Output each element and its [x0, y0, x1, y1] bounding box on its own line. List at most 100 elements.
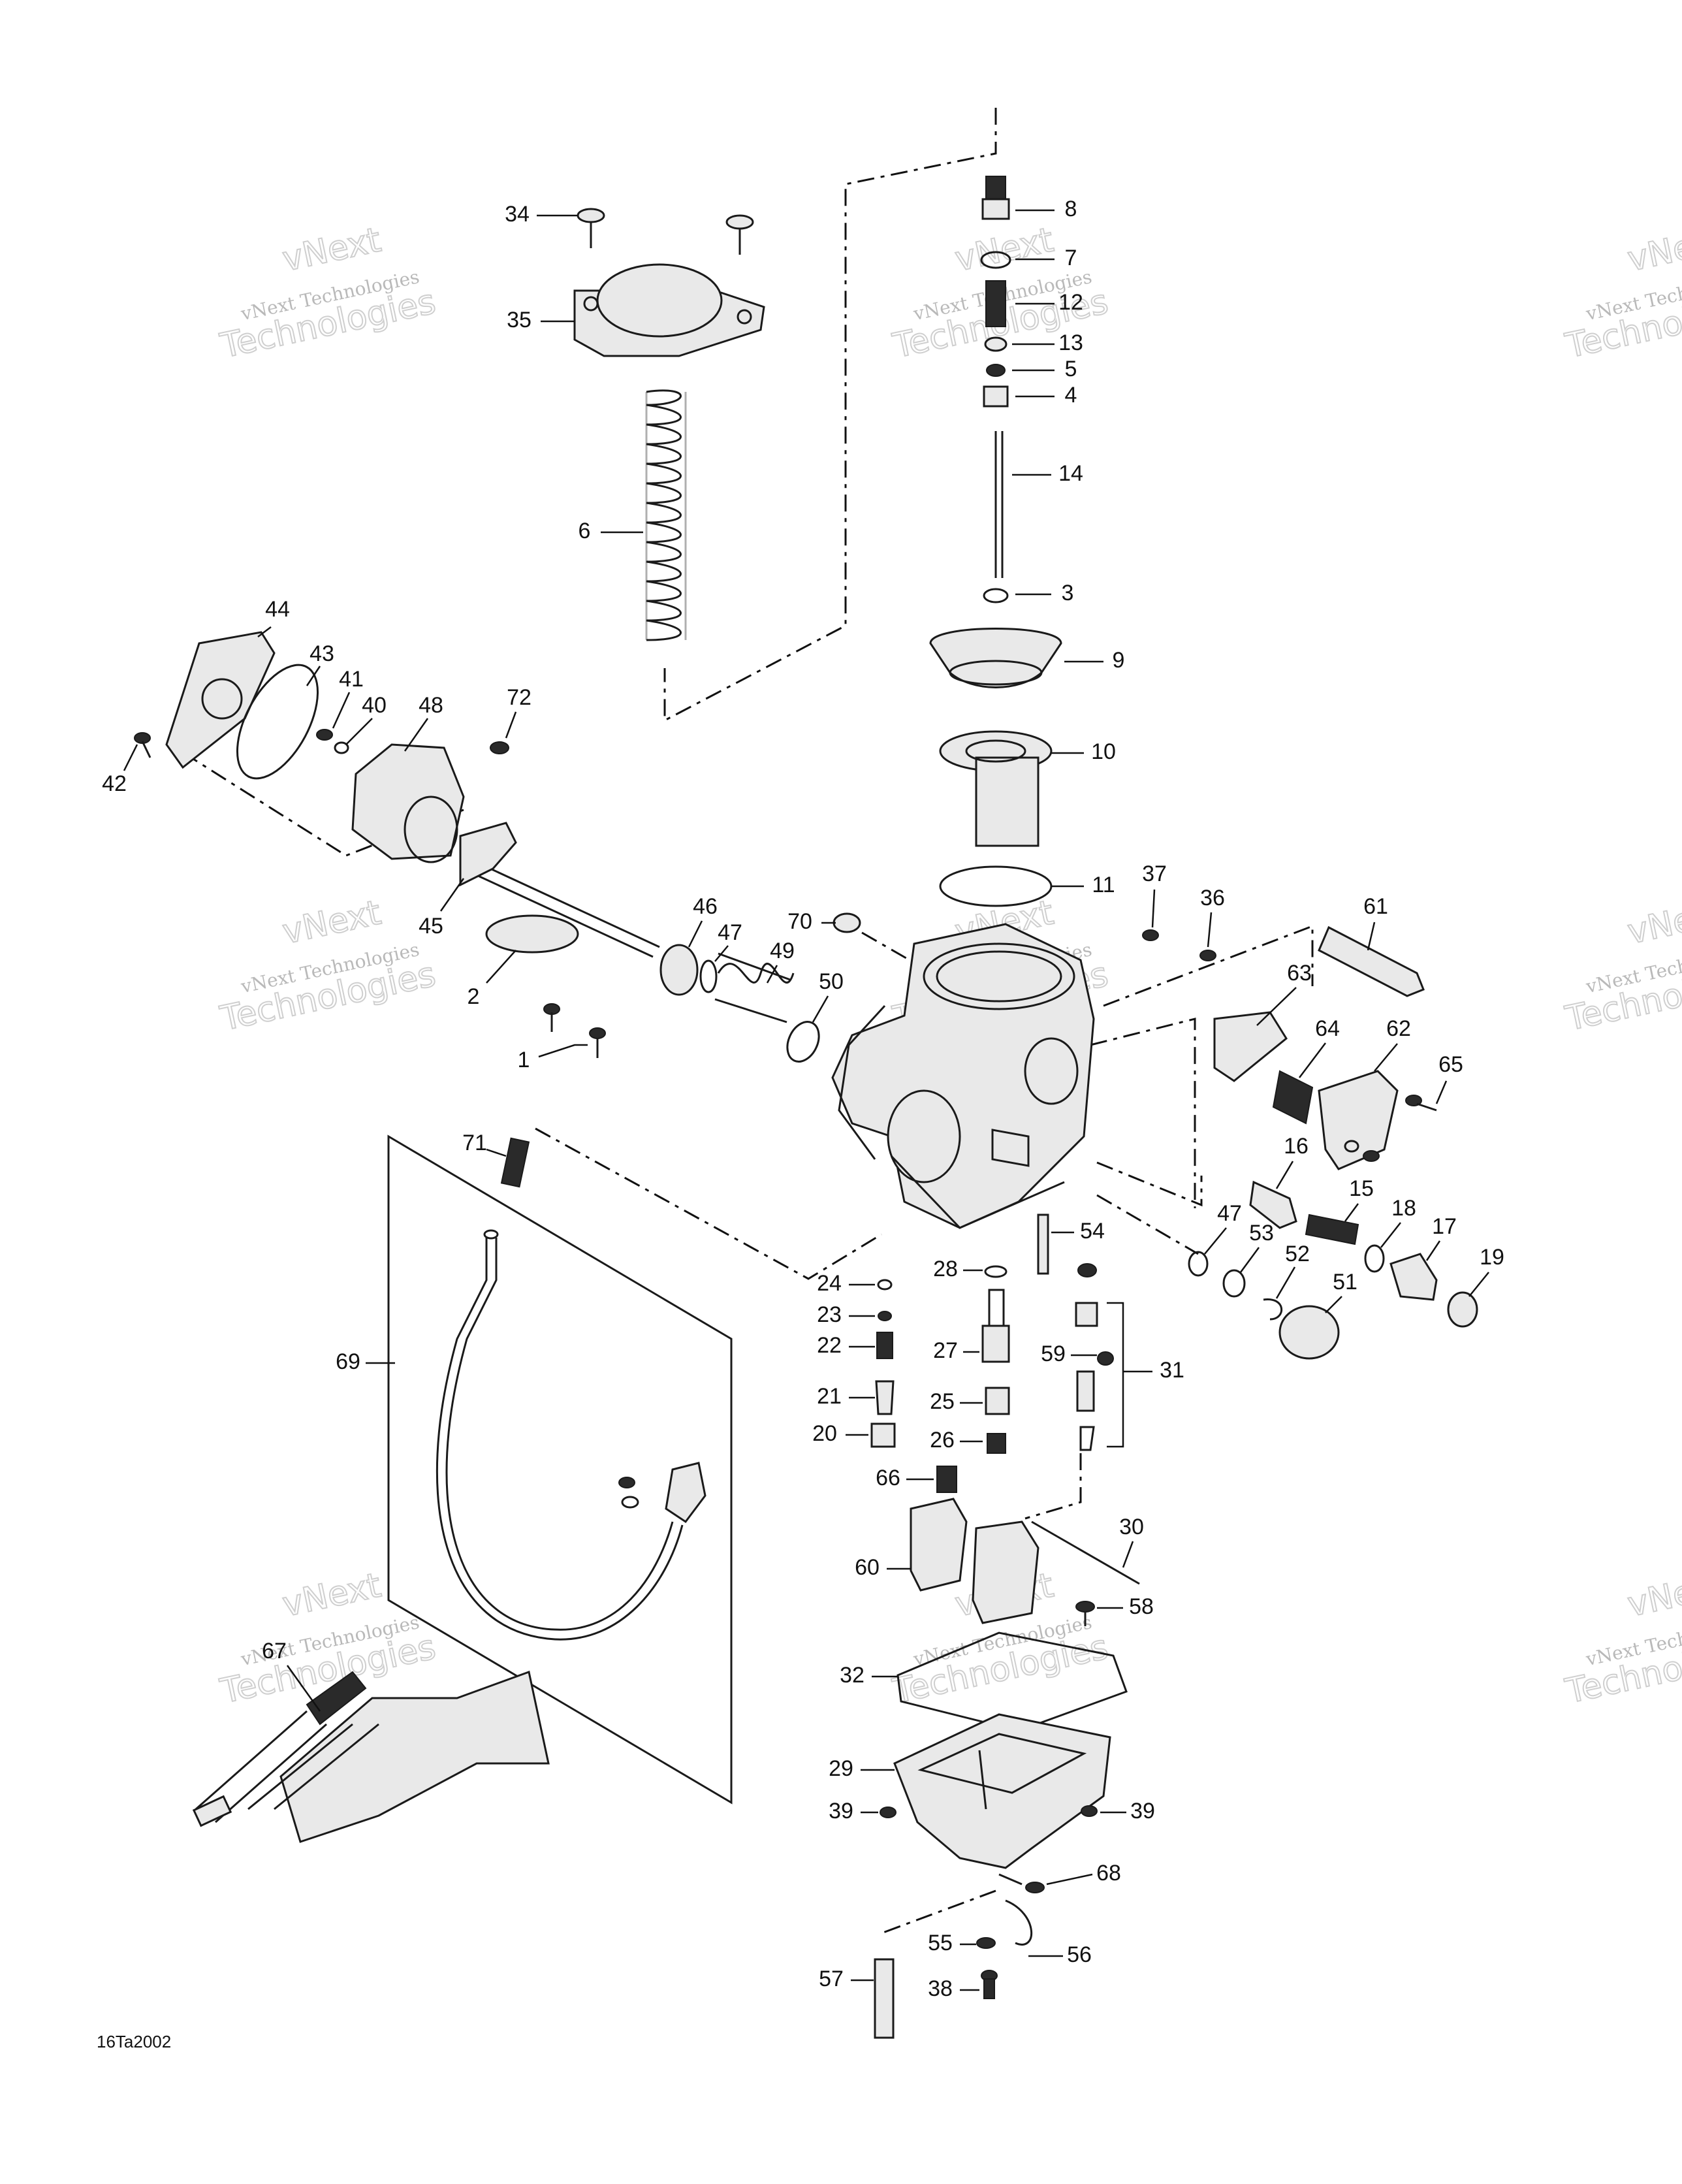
screw-68: [998, 1873, 1045, 1893]
callout-label-25: 25: [930, 1389, 955, 1414]
callout-label-38: 38: [928, 1976, 953, 2001]
screw-39-left: [880, 1807, 897, 1818]
callout-label-39: 39: [829, 1799, 853, 1823]
assembly-line-57: [881, 1889, 996, 1935]
needle-16: [1249, 1180, 1297, 1229]
bolt-72: [490, 741, 509, 754]
callout-label-22: 22: [817, 1333, 842, 1358]
gasket-32: [897, 1631, 1128, 1732]
tube-57: [874, 1958, 895, 2039]
watermark: vNext vNext Technologies Technologies: [216, 1565, 439, 1712]
callout-label-8: 8: [1065, 197, 1077, 221]
fitting-17: [1389, 1253, 1438, 1301]
diaphragm-9: [929, 628, 1062, 688]
watermark-line1: vNext: [1625, 220, 1682, 279]
callout-label-31: 31: [1160, 1358, 1184, 1383]
callout-label-36: 36: [1200, 886, 1225, 910]
watermark: vNext vNext Technologies Technologies: [216, 219, 439, 366]
watermark: vNext vNext Technologies Technologies: [1561, 1565, 1682, 1712]
callout-label-15: 15: [1349, 1176, 1374, 1201]
callout-label-23: 23: [817, 1302, 842, 1327]
callout-label-6: 6: [579, 519, 591, 543]
callout-label-39: 39: [1130, 1799, 1155, 1823]
screw-41: [316, 729, 333, 741]
callout-label-2: 2: [468, 984, 480, 1009]
callout-label-14: 14: [1058, 461, 1083, 486]
cap-19: [1447, 1291, 1478, 1328]
callout-label-72: 72: [507, 685, 532, 710]
callout-label-21: 21: [817, 1384, 842, 1409]
assembly-line-64: [1090, 1018, 1196, 1208]
callout-label-11: 11: [1092, 873, 1115, 897]
washer-40: [334, 741, 349, 754]
callout-label-30: 30: [1119, 1515, 1144, 1539]
callout-label-34: 34: [505, 202, 530, 227]
callout-label-47: 47: [1217, 1201, 1242, 1226]
callout-label-10: 10: [1091, 739, 1116, 764]
spring-49: [714, 952, 795, 1023]
assembly-line-float: [1024, 1453, 1082, 1520]
watermark-line1: vNext: [1625, 893, 1682, 952]
slide-10: [939, 730, 1053, 847]
clip-52: [1263, 1298, 1282, 1321]
screw-42: [134, 732, 151, 758]
part-12: [985, 280, 1006, 327]
watermark-line1: vNext: [279, 893, 385, 952]
callout-label-43: 43: [309, 641, 334, 666]
callout-label-18: 18: [1391, 1196, 1416, 1221]
callout-label-46: 46: [693, 894, 718, 919]
callout-label-17: 17: [1432, 1214, 1457, 1239]
spring-64: [1272, 1070, 1314, 1125]
callout-label-48: 48: [419, 693, 443, 718]
cap-dome: [596, 263, 723, 338]
assembly-line-63: [1103, 924, 1314, 1007]
callout-label-37: 37: [1142, 861, 1167, 886]
spring-6: [645, 389, 687, 641]
callout-label-65: 65: [1438, 1052, 1463, 1077]
plate-63: [1213, 1011, 1288, 1082]
callout-label-4: 4: [1065, 383, 1077, 408]
callout-label-35: 35: [507, 308, 532, 332]
callout-label-70: 70: [787, 909, 812, 934]
callout-label-47: 47: [718, 920, 742, 945]
callout-label-20: 20: [812, 1421, 837, 1446]
throttle-shaft-45: [459, 822, 660, 958]
housing-48: [351, 743, 465, 863]
cover-44: [165, 631, 276, 769]
ring-47b: [1188, 1251, 1209, 1277]
screw-39-right: [1081, 1805, 1098, 1817]
callout-label-41: 41: [339, 667, 364, 692]
callout-label-12: 12: [1058, 290, 1083, 315]
part-46: [659, 944, 699, 996]
disk-2: [485, 914, 579, 954]
callout-label-49: 49: [770, 939, 795, 963]
spring-15: [1305, 1213, 1359, 1245]
callout-label-29: 29: [829, 1756, 853, 1781]
callout-label-59: 59: [1041, 1341, 1066, 1366]
part-3: [983, 588, 1009, 603]
carburetor-body: [831, 923, 1095, 1229]
clip-56: [1005, 1899, 1033, 1946]
bracket-31: [1107, 1302, 1124, 1448]
callout-label-26: 26: [930, 1428, 955, 1453]
part-70: [833, 912, 861, 933]
callout-label-19: 19: [1480, 1245, 1504, 1270]
callout-label-51: 51: [1333, 1270, 1357, 1294]
callout-label-58: 58: [1129, 1594, 1154, 1619]
ring-18: [1364, 1244, 1385, 1273]
callout-label-44: 44: [265, 597, 290, 622]
ring-50: [786, 1021, 820, 1063]
callout-label-45: 45: [419, 914, 443, 939]
cable-69: [436, 1229, 706, 1641]
callout-label-16: 16: [1284, 1134, 1309, 1159]
callout-label-61: 61: [1363, 894, 1388, 919]
pin-30: [1031, 1520, 1140, 1585]
tool-kit-67: [192, 1671, 550, 1843]
callout-label-56: 56: [1067, 1942, 1092, 1967]
watermark: vNext vNext Technologies Technologies: [1561, 892, 1682, 1039]
assembly-line-16: [1096, 1161, 1203, 1207]
part-5: [986, 364, 1006, 377]
watermark-line1: vNext: [279, 220, 385, 279]
screw-58: [1075, 1601, 1095, 1626]
screw-37: [1142, 929, 1159, 941]
